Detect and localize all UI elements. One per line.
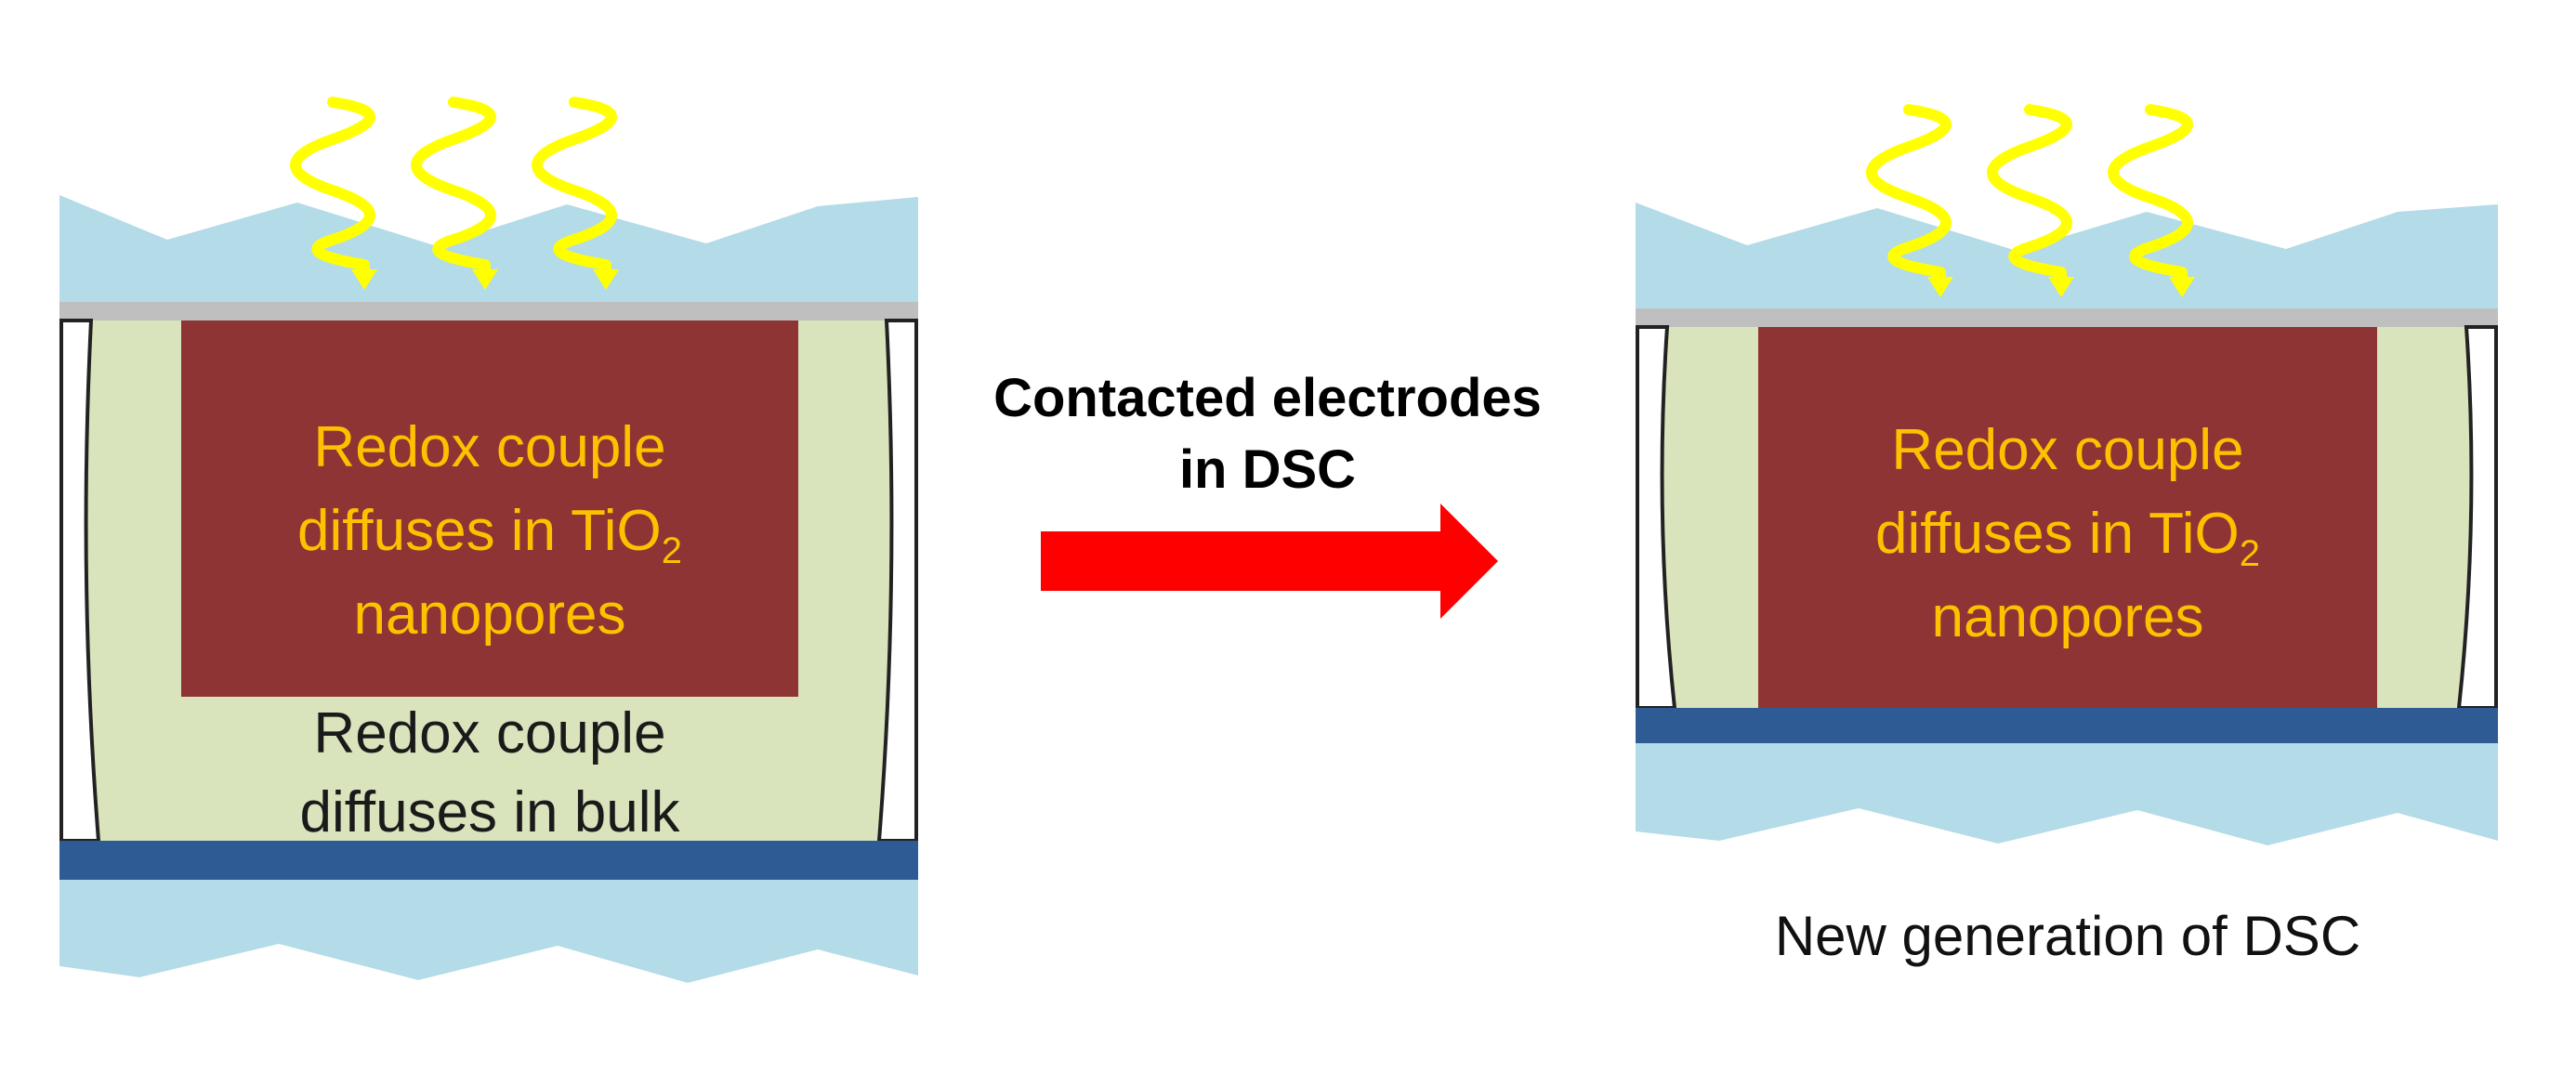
process-arrow-group: Contacted electrodes in DSC [993, 368, 1542, 619]
left-bulk-label-line1: Redox couple [313, 701, 665, 765]
arrow-label-line1: Contacted electrodes [993, 368, 1542, 428]
left-tio2-label-line1: Redox couple [313, 415, 665, 479]
right-tio2-block [1758, 327, 2377, 708]
left-tio2-label-line3: nanopores [353, 582, 625, 647]
right-cell: Redox couple diffuses in TiO2 nanopores … [1636, 104, 2498, 967]
left-sealant-right [876, 319, 918, 843]
process-arrow-icon [1041, 504, 1498, 619]
left-bottom-glass [59, 880, 918, 983]
right-sealant-left [1636, 325, 1677, 710]
right-tio2-label-line2: diffuses in TiO2 [1875, 502, 2260, 574]
right-sealant-right [2456, 325, 2498, 710]
left-bulk-label-line2: diffuses in bulk [300, 780, 681, 844]
left-sealant-left [59, 319, 101, 843]
left-counter-electrode [59, 841, 918, 880]
photon-wave-icon [1987, 104, 2074, 297]
right-tio2-label-line3: nanopores [1931, 585, 2203, 649]
photon-wave-icon [1866, 104, 1953, 297]
photon-wave-icon [532, 97, 619, 290]
right-bottom-glass [1636, 743, 2498, 845]
photon-wave-icon [290, 97, 377, 290]
left-cell: Redox couple diffuses in TiO2 nanopores … [59, 97, 918, 983]
right-tio2-label-line1: Redox couple [1891, 418, 2243, 482]
arrow-label-line2: in DSC [1179, 439, 1356, 500]
left-tio2-block [181, 321, 798, 697]
left-top-glass [59, 195, 918, 302]
right-photon-arrows [1866, 104, 2195, 297]
right-caption: New generation of DSC [1775, 905, 2360, 967]
left-tio2-label-line2: diffuses in TiO2 [297, 499, 682, 571]
right-tco-layer [1636, 308, 2498, 327]
left-photon-arrows [290, 97, 619, 290]
right-counter-electrode [1636, 708, 2498, 743]
photon-wave-icon [411, 97, 498, 290]
photon-wave-icon [2108, 104, 2195, 297]
left-tco-layer [59, 302, 918, 321]
right-top-glass [1636, 203, 2498, 308]
